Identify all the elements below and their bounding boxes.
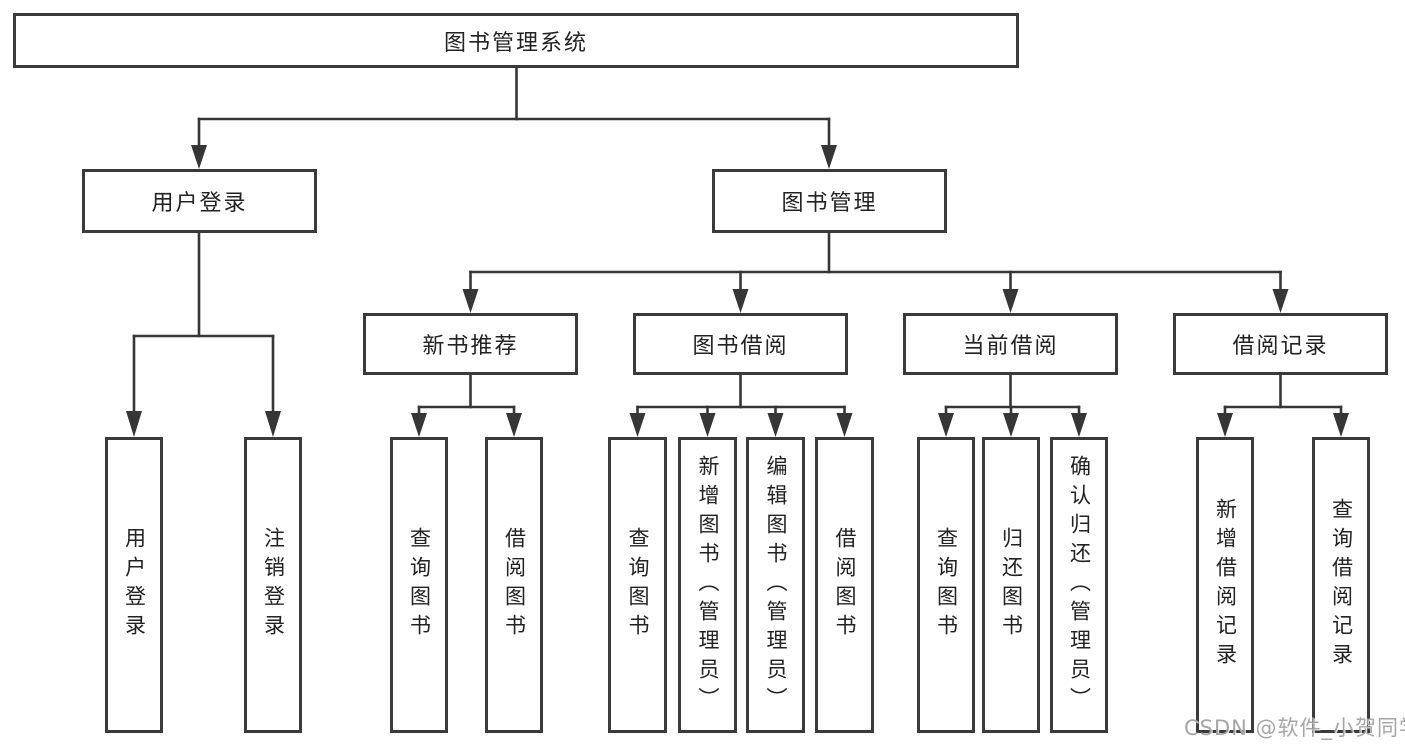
node-leaf-query-books-1: 查询图书: [390, 437, 448, 733]
node-leaf-add-borrow-record: 新增借阅记录: [1196, 437, 1254, 733]
connector-user-login-children: [126, 231, 281, 437]
node-leaf-borrow-books-2: 借阅图书: [815, 437, 874, 733]
node-leaf-query-books-3: 查询图书: [917, 437, 975, 733]
node-leaf-return-books: 归还图书: [982, 437, 1040, 733]
node-leaf-user-login: 用户登录: [105, 437, 163, 733]
node-book-borrow: 图书借阅: [633, 313, 848, 375]
node-leaf-logout: 注销登录: [244, 437, 302, 733]
node-current-borrow: 当前借阅: [903, 313, 1118, 375]
connector-new-book-children: [411, 373, 522, 437]
node-borrow-records: 借阅记录: [1173, 313, 1388, 375]
node-leaf-borrow-books-1: 借阅图书: [485, 437, 543, 733]
connector-borrow-records-children: [1217, 373, 1349, 437]
connector-current-borrow-children: [938, 373, 1087, 437]
node-leaf-confirm-return-admin: 确认归还（管理员）: [1050, 437, 1108, 733]
node-root-system: 图书管理系统: [13, 13, 1019, 68]
node-leaf-add-books-admin: 新增图书（管理员）: [678, 437, 737, 733]
connector-book-borrow-children: [629, 373, 853, 437]
connector-book-mgmt-to-level3: [462, 231, 1289, 313]
node-user-login: 用户登录: [82, 169, 317, 233]
watermark: CSDN @软件_小贺同学: [1184, 716, 1405, 740]
node-book-management: 图书管理: [712, 169, 947, 233]
node-leaf-edit-books-admin: 编辑图书（管理员）: [746, 437, 805, 733]
node-new-book-recommend: 新书推荐: [363, 313, 578, 375]
node-leaf-query-borrow-record: 查询借阅记录: [1312, 437, 1370, 733]
node-leaf-query-books-2: 查询图书: [608, 437, 667, 733]
connector-root-to-level2: [191, 66, 837, 169]
